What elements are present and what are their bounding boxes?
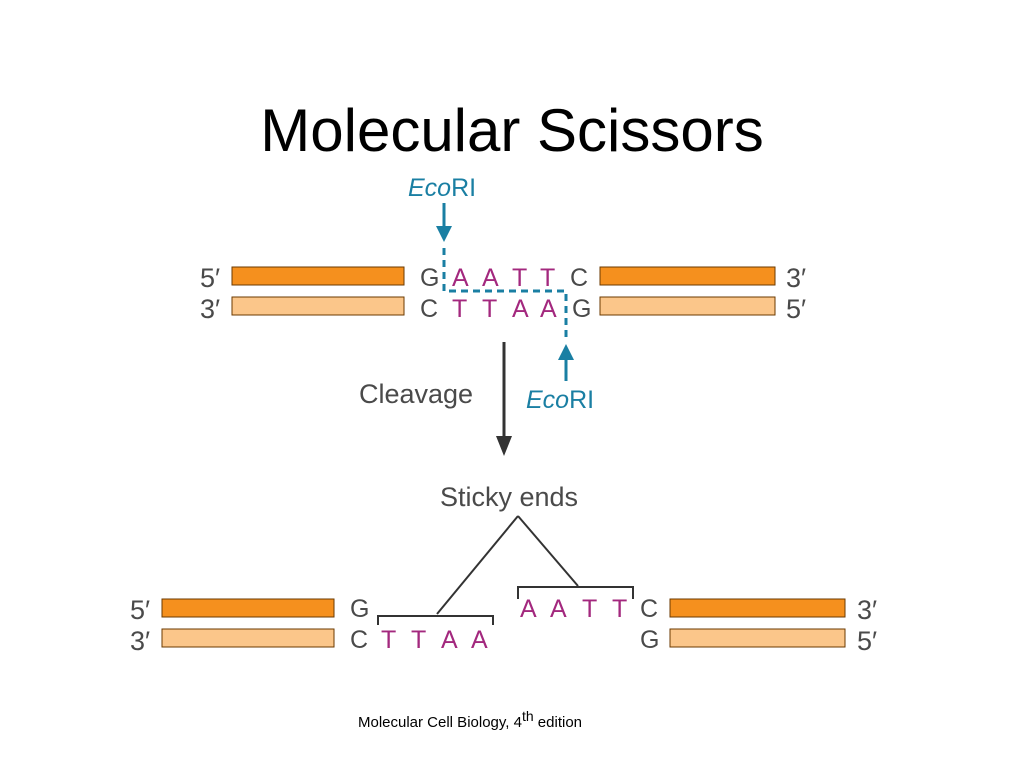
cleavage-label: Cleavage xyxy=(359,379,473,409)
site-bottom-base-1: C xyxy=(420,295,438,323)
citation-tail: edition xyxy=(533,714,583,731)
site-top-base-2: A xyxy=(452,264,469,292)
cleavage-arrow-head xyxy=(496,436,512,456)
site-top-base-3: A xyxy=(482,264,499,292)
citation: Molecular Cell Biology, 4th edition xyxy=(0,708,940,731)
right-fragment-top-base-1: A xyxy=(520,595,537,623)
top-strand-3prime-label: 3′ xyxy=(786,263,806,293)
bottom-strand-left-bar xyxy=(231,296,405,316)
left-fragment-bottom-base-3: T xyxy=(411,626,426,654)
right-fragment-top-base-4: T xyxy=(612,595,627,623)
left-fragment-bottom-base-4: A xyxy=(441,626,458,654)
sticky-ends-pointer-right xyxy=(517,515,579,587)
left-fragment-bottom-bar xyxy=(161,628,335,648)
right-fragment-5prime-label: 5′ xyxy=(857,626,877,656)
top-strand-5prime-label: 5′ xyxy=(200,263,220,293)
right-fragment-bottom-bar xyxy=(669,628,846,648)
site-top-base-4: T xyxy=(512,264,527,292)
citation-superscript: th xyxy=(521,708,534,724)
ecori-arrow-top-head xyxy=(436,226,452,242)
bottom-strand-3prime-label: 3′ xyxy=(200,294,220,324)
site-bottom-base-4: A xyxy=(512,295,529,323)
right-fragment-top-bar xyxy=(669,598,846,618)
sticky-ends-label: Sticky ends xyxy=(440,482,578,512)
site-top-base-6: C xyxy=(570,264,588,292)
left-fragment-top-bar xyxy=(161,598,335,618)
site-bottom-base-5: A xyxy=(540,295,557,323)
left-fragment-bottom-base-1: C xyxy=(350,626,368,654)
site-top-base-5: T xyxy=(540,264,555,292)
ecori-arrow-bottom-head xyxy=(558,344,574,360)
left-fragment-bottom-base-2: T xyxy=(381,626,396,654)
left-fragment-top-base: G xyxy=(350,595,369,623)
page-title: Molecular Scissors xyxy=(260,97,764,164)
cut-site-dashed-line xyxy=(442,248,568,340)
left-overhang-bracket xyxy=(377,615,494,625)
bottom-strand-right-bar xyxy=(599,296,776,316)
bottom-strand-5prime-label: 5′ xyxy=(786,294,806,324)
site-bottom-base-6: G xyxy=(572,295,591,323)
citation-text: Molecular Cell Biology, 4 xyxy=(357,714,522,731)
right-fragment-top-base-3: T xyxy=(582,595,597,623)
top-strand-right-bar xyxy=(599,266,776,286)
site-top-base-1: G xyxy=(420,264,439,292)
left-fragment-bottom-base-5: A xyxy=(471,626,488,654)
ecori-label-top: EcoRI xyxy=(408,174,476,202)
ecori-label-bottom: EcoRI xyxy=(526,386,594,414)
left-fragment-3prime-label: 3′ xyxy=(130,626,150,656)
right-fragment-bottom-base: G xyxy=(640,626,659,654)
sticky-ends-pointer-left xyxy=(436,515,519,615)
left-fragment-5prime-label: 5′ xyxy=(130,595,150,625)
right-fragment-3prime-label: 3′ xyxy=(857,595,877,625)
right-fragment-top-base-5: C xyxy=(640,595,658,623)
right-fragment-top-base-2: A xyxy=(550,595,567,623)
top-strand-left-bar xyxy=(231,266,405,286)
site-bottom-base-2: T xyxy=(452,295,467,323)
right-overhang-bracket xyxy=(517,586,634,599)
site-bottom-base-3: T xyxy=(482,295,497,323)
